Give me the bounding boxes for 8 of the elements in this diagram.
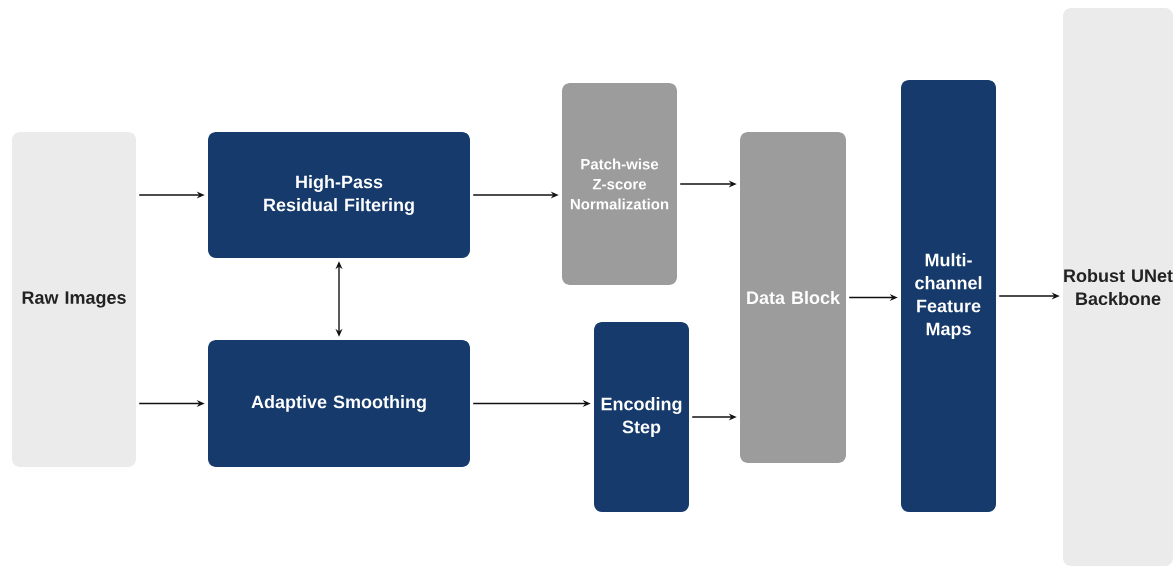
process-box: High-Pass Residual Filtering	[208, 132, 470, 258]
process-box: Encoding Step	[594, 322, 689, 512]
process-box: Multi-channel Feature Maps	[901, 80, 996, 512]
input-panel: Robust UNet Backbone	[1063, 8, 1173, 566]
process-box: Patch-wise Z-score Normalization	[562, 83, 677, 285]
input-panel: Raw Images	[12, 132, 136, 467]
process-box: Adaptive Smoothing	[208, 340, 470, 467]
process-box: Data Block	[740, 132, 846, 463]
